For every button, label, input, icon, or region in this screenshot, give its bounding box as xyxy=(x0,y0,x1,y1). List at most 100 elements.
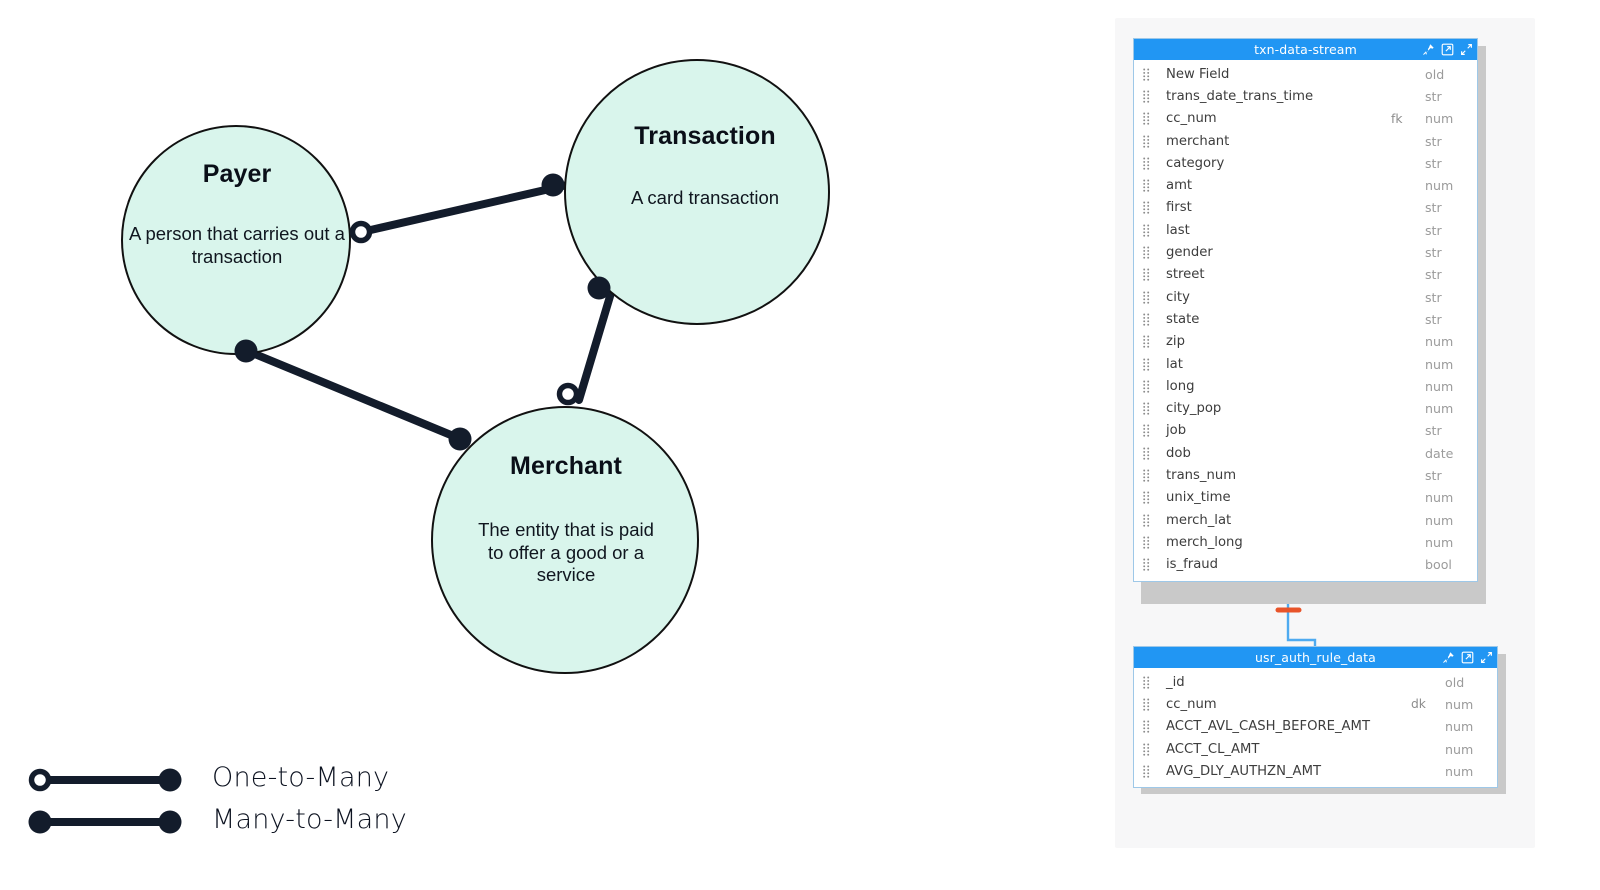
entity-circle-transaction[interactable] xyxy=(564,59,830,325)
drag-handle-icon[interactable] xyxy=(1141,358,1152,371)
field-name: category xyxy=(1166,155,1225,171)
drag-handle-icon[interactable] xyxy=(1141,402,1152,415)
legend-label-one-to-many: One-to-Many xyxy=(212,762,390,793)
drag-handle-icon[interactable] xyxy=(1141,335,1152,348)
drag-handle-icon[interactable] xyxy=(1141,676,1152,689)
field-name: first xyxy=(1166,200,1192,216)
drag-handle-icon[interactable] xyxy=(1141,469,1152,482)
table-header[interactable]: txn-data-stream xyxy=(1134,39,1477,60)
drag-handle-icon[interactable] xyxy=(1141,268,1152,281)
field-type: str xyxy=(1425,467,1442,483)
field-type: old xyxy=(1445,674,1465,690)
field-name: street xyxy=(1166,267,1205,283)
field-type: num xyxy=(1425,490,1454,506)
drag-handle-icon[interactable] xyxy=(1141,179,1152,192)
drag-handle-icon[interactable] xyxy=(1141,558,1152,571)
field-name: long xyxy=(1166,378,1195,394)
table-row[interactable]: unix_time num xyxy=(1134,487,1477,509)
open-external-icon[interactable] xyxy=(1441,43,1454,56)
drag-handle-icon[interactable] xyxy=(1141,313,1152,326)
field-name: state xyxy=(1166,311,1200,327)
drag-handle-icon[interactable] xyxy=(1141,135,1152,148)
legend-hollow-circle-icon xyxy=(28,768,52,792)
drag-handle-icon[interactable] xyxy=(1141,246,1152,259)
drag-handle-icon[interactable] xyxy=(1141,157,1152,170)
pin-icon[interactable] xyxy=(1442,651,1455,664)
edge-payer-merchant xyxy=(246,348,467,444)
field-name: merch_long xyxy=(1166,534,1243,550)
field-name: _id xyxy=(1166,674,1185,690)
open-external-icon[interactable] xyxy=(1461,651,1474,664)
field-type: str xyxy=(1425,222,1442,238)
table-row[interactable]: _id old xyxy=(1134,671,1497,693)
expand-icon[interactable] xyxy=(1480,651,1493,664)
drag-handle-icon[interactable] xyxy=(1141,491,1152,504)
field-type: old xyxy=(1425,66,1445,82)
table-title: txn-data-stream xyxy=(1254,42,1357,57)
field-type: bool xyxy=(1425,557,1452,573)
drag-handle-icon[interactable] xyxy=(1141,514,1152,527)
field-type: num xyxy=(1425,356,1454,372)
drag-handle-icon[interactable] xyxy=(1141,291,1152,304)
entity-circle-payer[interactable] xyxy=(121,125,351,355)
drag-handle-icon[interactable] xyxy=(1141,743,1152,756)
expand-icon[interactable] xyxy=(1460,43,1473,56)
drag-handle-icon[interactable] xyxy=(1141,765,1152,778)
drag-handle-icon[interactable] xyxy=(1141,201,1152,215)
drag-handle-icon[interactable] xyxy=(1141,447,1152,460)
drag-handle-icon[interactable] xyxy=(1141,720,1152,733)
field-name: job xyxy=(1166,423,1187,439)
drag-handle-icon[interactable] xyxy=(1141,424,1152,438)
drag-handle-icon[interactable] xyxy=(1141,90,1152,103)
field-name: New Field xyxy=(1166,66,1230,82)
pin-icon[interactable] xyxy=(1422,43,1435,56)
field-name: dob xyxy=(1166,445,1191,461)
table-card-txn-data-stream[interactable]: txn-data-stream xyxy=(1133,38,1478,582)
drag-handle-icon[interactable] xyxy=(1141,224,1152,237)
table-header-actions xyxy=(1422,39,1473,60)
drag-handle-icon[interactable] xyxy=(1141,380,1152,393)
table-row[interactable]: New Field old xyxy=(1134,63,1477,85)
table-title: usr_auth_rule_data xyxy=(1255,650,1376,665)
table-header[interactable]: usr_auth_rule_data xyxy=(1134,647,1497,668)
drag-handle-icon[interactable] xyxy=(1141,536,1152,549)
table-card-usr-auth-rule-data[interactable]: usr_auth_rule_data xyxy=(1133,646,1498,789)
field-name: ACCT_CL_AMT xyxy=(1166,741,1260,757)
field-name: ACCT_AVL_CASH_BEFORE_AMT xyxy=(1166,719,1370,735)
endpoint-filled-transaction-merchant xyxy=(587,276,611,300)
relationship-endpoints xyxy=(234,173,611,451)
entity-circle-merchant[interactable] xyxy=(431,406,699,674)
legend-glyph-many-to-many xyxy=(28,810,182,834)
drag-handle-icon[interactable] xyxy=(1141,698,1152,711)
field-type: num xyxy=(1445,719,1474,735)
drag-handle-icon[interactable] xyxy=(1141,68,1152,81)
drag-handle-icon[interactable] xyxy=(1141,112,1152,125)
table-row[interactable]: ACCT_AVL_CASH_BEFORE_AMT num xyxy=(1134,716,1497,738)
field-name: unix_time xyxy=(1166,490,1231,506)
field-name: trans_date_trans_time xyxy=(1166,88,1314,104)
